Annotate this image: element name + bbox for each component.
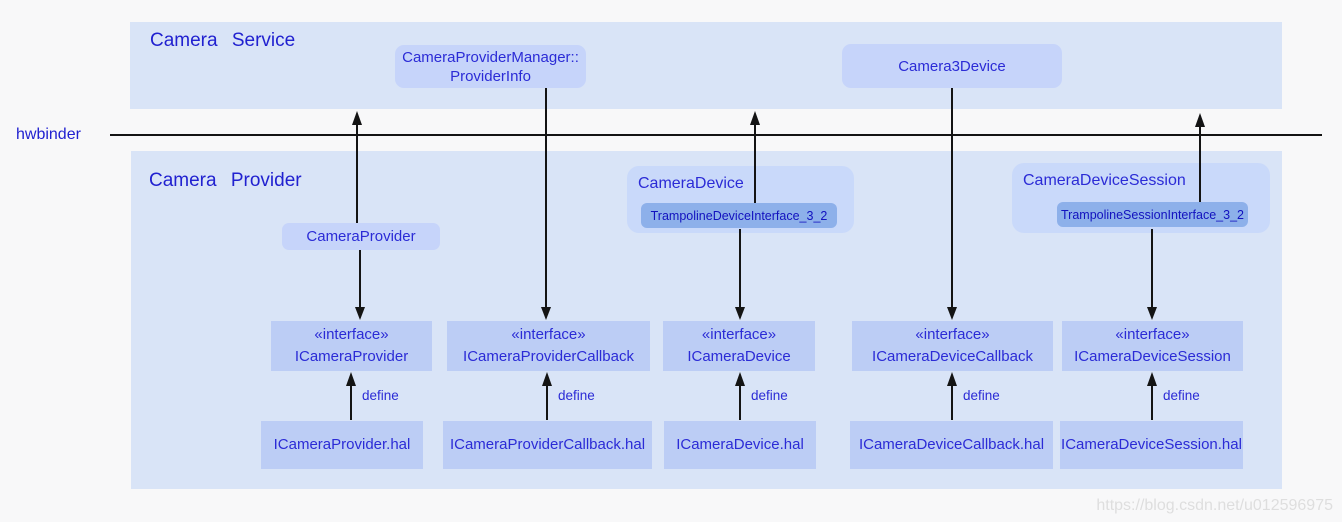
provider-info-box: CameraProviderManager:: ProviderInfo — [395, 45, 586, 88]
define-label: define — [751, 388, 788, 403]
provider-info-line1: CameraProviderManager:: — [402, 48, 579, 66]
interface-name: ICameraDeviceSession — [1074, 348, 1231, 365]
camera-provider-label: CameraProvider — [306, 228, 416, 245]
interface-stereotype: «interface» — [701, 326, 777, 343]
interface-box-icameradevicesession: «interface» ICameraDeviceSession — [1062, 321, 1243, 371]
trampoline-device-interface-box: TrampolineDeviceInterface_3_2 — [641, 203, 837, 228]
define-label: define — [963, 388, 1000, 403]
hwbinder-label: hwbinder — [16, 126, 81, 143]
interface-box-icameraprovider: «interface» ICameraProvider — [271, 321, 432, 371]
hal-box-icameraprovider: ICameraProvider.hal — [261, 421, 423, 469]
hal-box-icameradevicecallback: ICameraDeviceCallback.hal — [850, 421, 1053, 469]
camera-device-label: CameraDevice — [638, 175, 744, 192]
camera-device-session-label: CameraDeviceSession — [1023, 172, 1186, 189]
camera3device-box: Camera3Device — [842, 44, 1062, 88]
interface-name: ICameraDeviceCallback — [872, 348, 1033, 365]
hal-box-icameradevicesession: ICameraDeviceSession.hal — [1060, 421, 1243, 469]
interface-stereotype: «interface» — [314, 326, 389, 343]
interface-name: ICameraProvider — [294, 348, 409, 365]
interface-stereotype: «interface» — [511, 326, 586, 343]
camera-provider-box: CameraProvider — [282, 223, 440, 250]
interface-name: ICameraProviderCallback — [463, 348, 634, 365]
interface-box-icameraprovidercallback: «interface» ICameraProviderCallback — [447, 321, 650, 371]
hal-box-icameraprovidercallback: ICameraProviderCallback.hal — [443, 421, 652, 469]
watermark-text: https://blog.csdn.net/u012596975 — [1096, 497, 1333, 514]
hal-box-icameradevice: ICameraDevice.hal — [664, 421, 816, 469]
interface-name: ICameraDevice — [687, 348, 791, 365]
camera-provider-title: Camera Provider — [149, 170, 302, 191]
define-label: define — [362, 388, 399, 403]
camera-device-session-group: CameraDeviceSession TrampolineSessionInt… — [1012, 163, 1270, 233]
define-label: define — [558, 388, 595, 403]
camera-service-title: Camera Service — [150, 30, 296, 51]
interface-box-icameradevice: «interface» ICameraDevice — [663, 321, 815, 371]
camera-service-panel: Camera Service — [130, 22, 1282, 109]
trampoline-session-interface-box: TrampolineSessionInterface_3_2 — [1057, 202, 1248, 227]
interface-stereotype: «interface» — [1115, 326, 1190, 343]
interface-box-icameradevicecallback: «interface» ICameraDeviceCallback — [852, 321, 1053, 371]
camera3device-label: Camera3Device — [898, 57, 1006, 75]
camera-device-group: CameraDevice TrampolineDeviceInterface_3… — [627, 166, 854, 233]
provider-info-line2: ProviderInfo — [450, 67, 531, 85]
define-label: define — [1163, 388, 1200, 403]
interface-stereotype: «interface» — [915, 326, 990, 343]
